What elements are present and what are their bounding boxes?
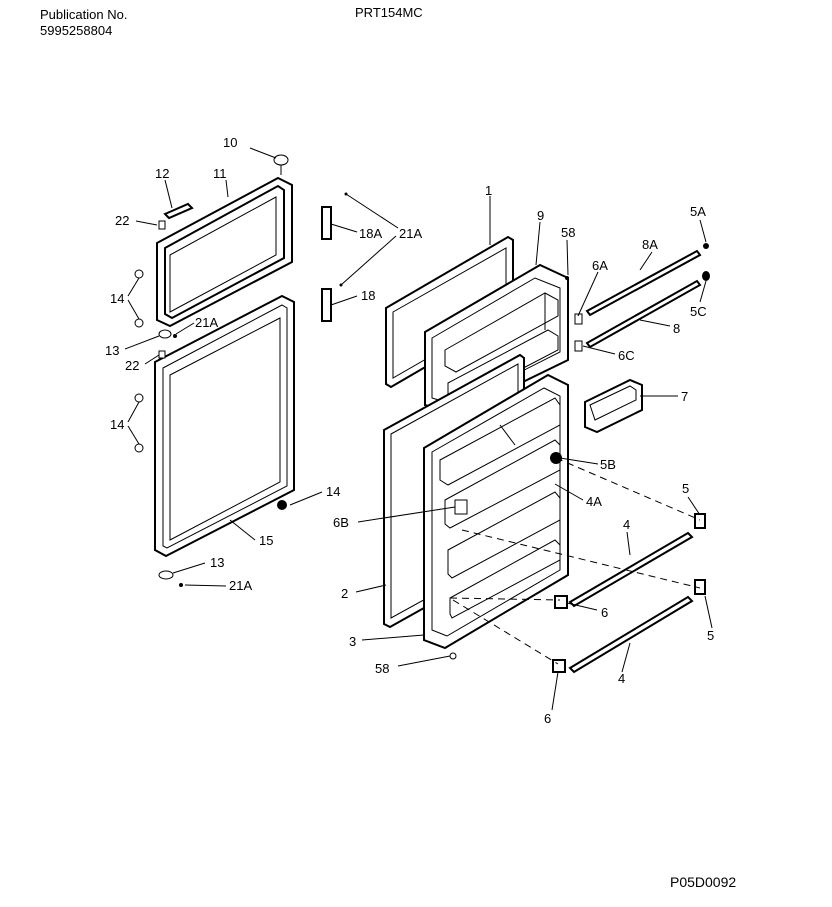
- callout-4-lower: 4: [618, 671, 625, 686]
- callout-4a: 4A: [586, 494, 602, 509]
- caps-6: [552, 595, 568, 673]
- callout-6-lower: 6: [544, 711, 551, 726]
- callout-9: 9: [537, 208, 544, 223]
- shelf-bar-4-upper: [568, 531, 694, 608]
- freezer-gasket-frame: [156, 176, 293, 328]
- freezer-door-liner: [424, 263, 569, 417]
- caps-6a-6c: [574, 313, 583, 352]
- callout-15: 15: [259, 533, 273, 548]
- leader-lines: [124, 147, 713, 711]
- model-number: PRT154MC: [355, 5, 423, 20]
- callout-14-bottom: 14: [326, 484, 340, 499]
- callout-6-upper: 6: [601, 605, 608, 620]
- callout-22-top: 22: [115, 213, 129, 228]
- dairy-door-7: [584, 378, 643, 434]
- handle-18a: [321, 192, 348, 240]
- shelf-bar-8: [585, 279, 702, 349]
- callout-5-upper: 5: [682, 481, 689, 496]
- callout-7: 7: [681, 389, 688, 404]
- callout-13-top: 13: [105, 343, 119, 358]
- callout-5c: 5C: [690, 304, 707, 319]
- callout-1: 1: [485, 183, 492, 198]
- hinge-13-top: [158, 329, 177, 339]
- callout-21a-top: 21A: [195, 315, 218, 330]
- callout-12: 12: [155, 166, 169, 181]
- caps-5: [694, 513, 706, 595]
- hinge-pin-10: [273, 154, 289, 175]
- screw-58-bottom: [449, 652, 457, 660]
- callout-13-bottom: 13: [210, 555, 224, 570]
- shelf-bar-4-lower: [568, 595, 694, 674]
- plugs-14-mid: [134, 393, 144, 453]
- callout-14-mid: 14: [110, 417, 124, 432]
- callout-58-top: 58: [561, 225, 575, 240]
- callout-11: 11: [213, 166, 227, 181]
- figure-code: P05D0092: [670, 874, 737, 890]
- hinge-13-bottom: [158, 570, 183, 587]
- callout-10: 10: [223, 135, 237, 150]
- callout-5-lower: 5: [707, 628, 714, 643]
- caps-5a-5c: [702, 243, 710, 281]
- callout-18: 18: [361, 288, 375, 303]
- callout-22-mid: 22: [125, 358, 139, 373]
- callout-labels: 10 12 11 22 14 21A 13 22 14 14 15 13 21A…: [105, 135, 714, 726]
- callout-6a: 6A: [592, 258, 608, 273]
- callout-21a-bottom: 21A: [229, 578, 252, 593]
- publication-block: Publication No. 5995258804: [40, 7, 127, 39]
- callout-6c: 6C: [618, 348, 635, 363]
- callout-3: 3: [349, 634, 356, 649]
- callout-18a: 18A: [359, 226, 382, 241]
- screw-22-top: [158, 220, 166, 230]
- callout-5b: 5B: [600, 457, 616, 472]
- callout-5a: 5A: [690, 204, 706, 219]
- callout-21a-handles: 21A: [399, 226, 422, 241]
- callout-14-top: 14: [110, 291, 124, 306]
- shelf-bar-8a: [585, 249, 702, 317]
- handle-12: [163, 202, 194, 220]
- screw-22-mid: [158, 350, 166, 359]
- callout-6b: 6B: [333, 515, 349, 530]
- callout-8: 8: [673, 321, 680, 336]
- callout-8a: 8A: [642, 237, 658, 252]
- publication-label: Publication No.: [40, 7, 128, 22]
- fresh-food-gasket-frame: [154, 294, 295, 558]
- callout-2: 2: [341, 586, 348, 601]
- publication-number: 5995258804: [40, 23, 113, 38]
- callout-4-upper: 4: [623, 517, 630, 532]
- fresh-food-door-liner: [423, 373, 569, 650]
- alignment-lines: [449, 457, 701, 665]
- plug-14-bottom: [277, 500, 287, 510]
- callout-58-bottom: 58: [375, 661, 389, 676]
